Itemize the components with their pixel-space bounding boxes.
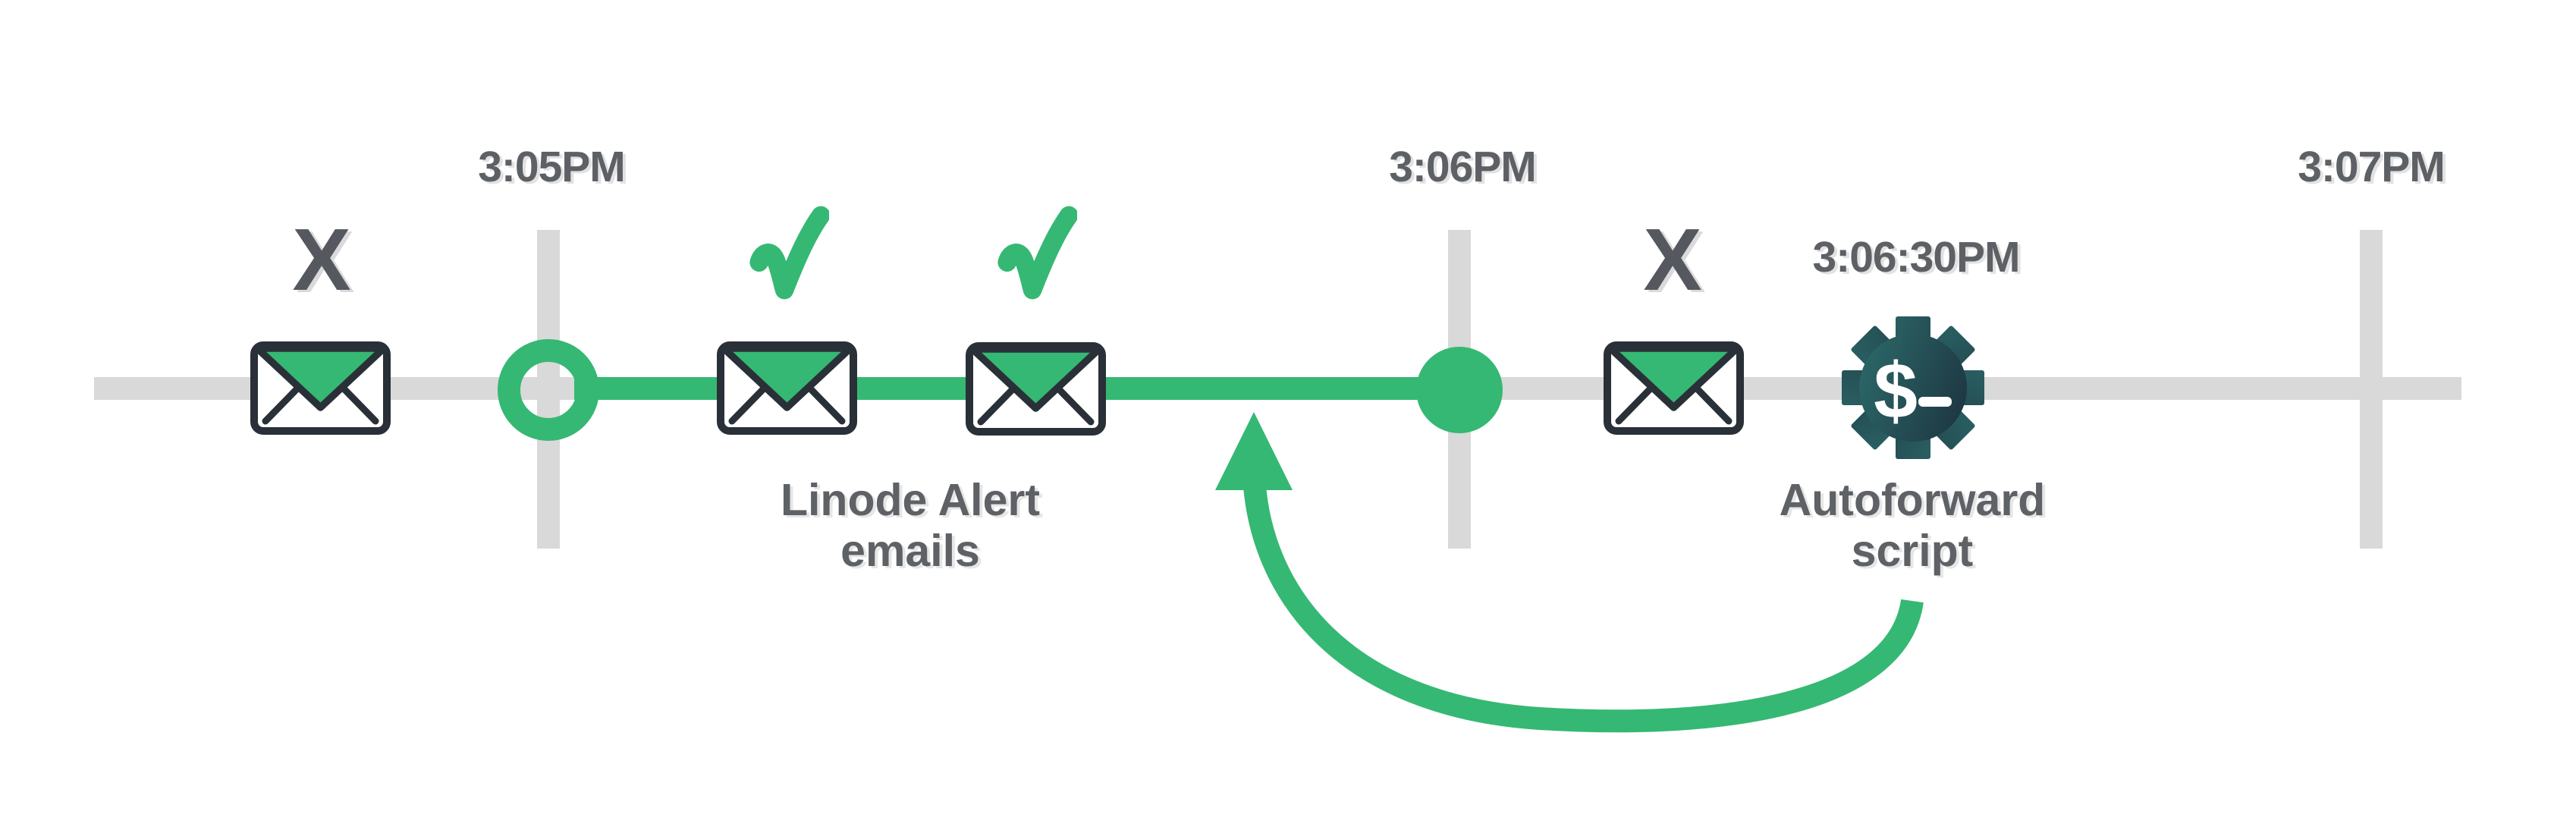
time-label-3-05: 3:05PM <box>478 143 626 191</box>
checkmark-icon <box>749 206 829 300</box>
gear-teeth <box>1842 316 1984 459</box>
underscore-bar <box>1918 397 1952 407</box>
autoforward-caption-line1: Autoforward <box>1779 475 2046 525</box>
envelope-icon <box>966 342 1106 436</box>
envelope-icon <box>250 341 391 435</box>
tick-3-07 <box>2360 230 2383 549</box>
timeline-end-dot <box>1416 347 1503 433</box>
checkmark-icon <box>997 206 1077 300</box>
envelope-icon <box>717 341 857 435</box>
loop-arrow-head <box>1215 412 1293 490</box>
missed-x-mark: X <box>1643 210 1702 309</box>
dollar-glyph: $ <box>1874 348 1918 436</box>
gear-body <box>1859 334 1967 442</box>
autoforward-caption: Autoforward script <box>1780 475 2046 577</box>
linode-alert-caption-line2: emails <box>840 526 980 576</box>
linode-alert-caption: Linode Alert emails <box>781 475 1040 577</box>
linode-alert-caption-line1: Linode Alert <box>781 475 1040 525</box>
autoforward-caption-line2: script <box>1851 526 1974 576</box>
missed-x-mark: X <box>292 210 351 309</box>
timeline-start-ring <box>498 339 599 441</box>
envelope-icon <box>1604 341 1744 435</box>
time-label-3-06-30: 3:06:30PM <box>1812 233 2021 281</box>
time-label-3-06: 3:06PM <box>1389 143 1537 191</box>
time-label-3-07: 3:07PM <box>2298 143 2446 191</box>
gear-dollar-prompt-icon: $ <box>1842 316 1984 459</box>
